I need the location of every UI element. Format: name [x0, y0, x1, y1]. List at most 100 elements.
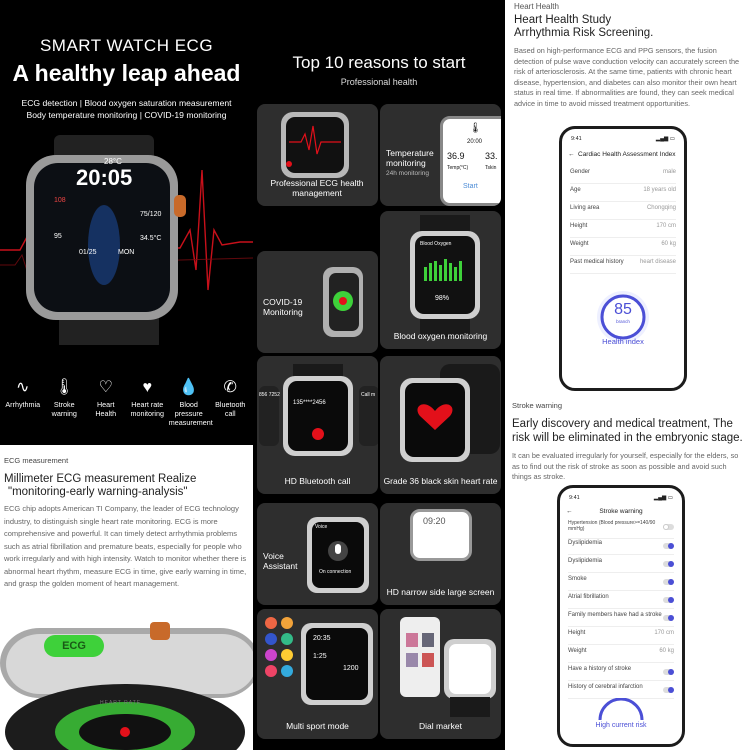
- risk-row[interactable]: Family members have had a stroke: [568, 612, 674, 627]
- phone-header: Stroke warning: [599, 508, 643, 515]
- screen-watch-time: 09:20: [423, 516, 446, 526]
- tile-narrow-side: 09:20 HD narrow side large screen: [380, 503, 501, 605]
- voice-screen-status: On connection: [319, 569, 352, 575]
- feature-label: Stroke warning: [51, 400, 77, 418]
- watch-day: MON: [118, 249, 135, 256]
- covid-watch-icon: [323, 267, 363, 337]
- phone-icon: ✆: [223, 379, 237, 396]
- health-score: 85: [614, 301, 632, 318]
- tile-temperature: Temperature monitoring 24h monitoring 🌡 …: [380, 104, 501, 206]
- dial-market-icon: [400, 617, 496, 717]
- mmecg-title: Millimeter ECG measurement Realize "moni…: [4, 473, 196, 499]
- toggle-switch[interactable]: [663, 615, 674, 621]
- health-index-ring-icon: [597, 291, 649, 343]
- health-score-unit: branch: [616, 319, 630, 324]
- temp-start-button[interactable]: Start: [463, 183, 478, 190]
- skin-temp-label: Tskin: [485, 165, 497, 171]
- toggle-switch[interactable]: [663, 579, 674, 585]
- tile-subcaption: 24h monitoring: [386, 170, 429, 177]
- feature-heart-rate: ♥ Heart rate monitoring: [127, 376, 167, 427]
- tile-multi-sport: 20:35 1:25 1200 Multi sport mode: [257, 609, 378, 739]
- temp-label: Temp(°C): [447, 165, 469, 171]
- tile-blood-oxygen: Blood Oxygen 98% Blood oxygen monitoring: [380, 211, 501, 349]
- tile-caption: Grade 36 black skin heart rate: [383, 476, 498, 486]
- thermometer-icon: 🌡: [54, 379, 75, 396]
- tile-caption: HD Bluetooth call: [284, 476, 351, 486]
- hero-watch: 28°C 20:05 108 75/120 95 34.5°C 01/25 MO…: [24, 135, 186, 345]
- toggle-switch[interactable]: [663, 524, 674, 530]
- ecg-badge: ECG: [44, 635, 104, 657]
- stroke-title: Early discovery and medical treatment, T…: [512, 417, 743, 445]
- risk-row[interactable]: Atrial fibrillation: [568, 594, 674, 609]
- hero-kicker: SMART WATCH ECG: [39, 36, 214, 55]
- millimeter-ecg-panel: ECG measurement Millimeter ECG measureme…: [0, 445, 253, 750]
- back-arrow-icon[interactable]: ←: [568, 151, 575, 158]
- bp-drop-icon: 💧: [178, 379, 199, 396]
- spo2-screen-title: Blood Oxygen: [420, 241, 452, 247]
- feature-label: Heart Health: [95, 400, 117, 418]
- toggle-switch[interactable]: [663, 687, 674, 693]
- watch-time: 20:05: [76, 165, 133, 190]
- risk-result: High current risk: [595, 722, 647, 729]
- tile-dial-market: Dial market: [380, 609, 501, 739]
- tile-caption: Blood oxygen monitoring: [393, 331, 488, 341]
- tile-heart-rate: Grade 36 black skin heart rate: [380, 356, 501, 494]
- sport-duration: 1:25: [313, 653, 327, 660]
- tile-bluetooth-call: 856 7252 135****2456 Call m HD Bluetooth…: [257, 356, 378, 494]
- toggle-switch[interactable]: [663, 597, 674, 603]
- mmecg-title-line1: Millimeter ECG measurement Realize: [4, 473, 197, 485]
- stroke-phone: 9:41 ▂▄▆ ▭ ← Stroke warning Hypertension…: [557, 485, 685, 747]
- thermometer-watch-icon: 🌡: [469, 123, 482, 134]
- tile-covid: COVID-19 Monitoring: [257, 251, 378, 353]
- heart-description: Based on high-performance ECG and PPG se…: [514, 46, 740, 108]
- watch-date: 01/25: [79, 249, 97, 256]
- back-arrow-icon[interactable]: ←: [566, 508, 573, 515]
- sport-steps: 1200: [343, 665, 359, 672]
- skin-temp-value: 33.: [485, 151, 498, 161]
- spo2-value: 98%: [435, 295, 450, 302]
- sport-time: 20:35: [313, 635, 331, 642]
- heart-tag: Heart Health: [514, 2, 559, 11]
- watch-spo2: 95: [54, 233, 62, 240]
- watch-body-temp: 34.5°C: [140, 235, 162, 242]
- toggle-switch[interactable]: [663, 543, 674, 549]
- stroke-tag: Stroke warning: [512, 401, 563, 410]
- tile-professional-ecg: Professional ECG health management: [257, 104, 378, 206]
- risk-row[interactable]: History of cerebral infarction: [568, 684, 674, 699]
- screen-watch-icon: 09:20: [410, 509, 472, 561]
- risk-row[interactable]: Have a history of stroke: [568, 666, 674, 681]
- stroke-description: It can be evaluated irregularly for your…: [512, 451, 739, 481]
- watch-hr: 108: [54, 197, 66, 204]
- hero-title: A healthy leap ahead: [12, 60, 241, 86]
- stroke-title-line2: risk will be eliminated in the embryonic…: [512, 432, 743, 444]
- risk-row[interactable]: Dyslipidemia: [568, 540, 674, 555]
- temp-screen-time: 20:00: [467, 139, 483, 145]
- risk-row[interactable]: Hypertension (Blood pressure>=140/90 mmH…: [568, 520, 674, 539]
- watch-temp: 28°C: [104, 157, 122, 166]
- feature-blood-pressure: 💧 Blood pressure measurement: [168, 376, 213, 427]
- heart-phone: 9:41 ▂▄▆ ▭ ← Cardiac Health Assessment I…: [559, 126, 687, 391]
- feature-bluetooth-call: ✆ Bluetooth call: [210, 376, 250, 427]
- risk-row[interactable]: Dyslipidemia: [568, 558, 674, 573]
- call-left-number: 856 7252: [259, 392, 280, 398]
- signal-battery-icon: ▂▄▆ ▭: [653, 495, 673, 501]
- toggle-switch[interactable]: [663, 561, 674, 567]
- risk-row[interactable]: Smoke: [568, 576, 674, 591]
- call-number: 135****2456: [293, 400, 326, 406]
- voice-watch-icon: [307, 517, 369, 593]
- sensor-text: HEART RATE: [100, 700, 142, 706]
- watch-bp: 75/120: [140, 211, 162, 218]
- toggle-switch[interactable]: [663, 669, 674, 675]
- heart-rate-watch-icon: [400, 364, 500, 462]
- call-right-label: Call m: [361, 392, 376, 398]
- feature-label: Blood pressure measurement: [168, 400, 213, 427]
- hero-feature-icons: ∿ Arrhythmia 🌡 Stroke warning ♡ Heart He…: [0, 376, 253, 427]
